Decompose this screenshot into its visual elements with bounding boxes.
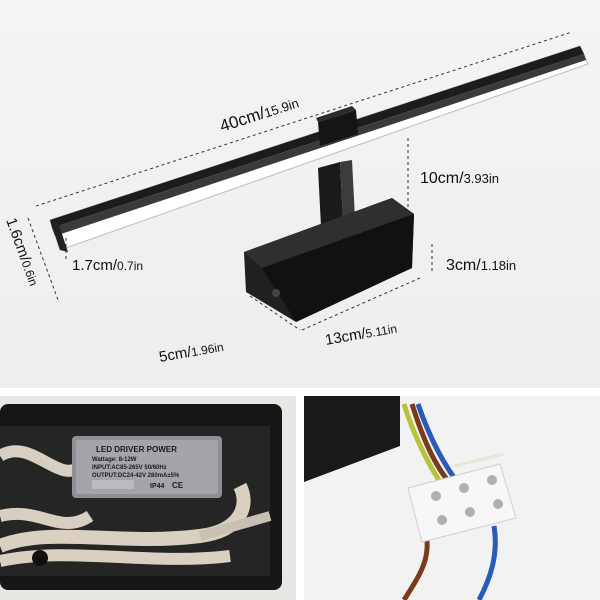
length-label: 40cm/15.9in: [217, 92, 301, 135]
led-driver-illustration: LED DRIVER POWER Wattage: 8-12W INPUT:AC…: [0, 396, 296, 600]
wall-base: [244, 198, 414, 322]
product-dimensions-panel: 40cm/15.9in 10cm/3.93in 1.6cm/0.6in 1.7c…: [0, 0, 600, 388]
bar-height-label: 1.6cm/0.6in: [2, 216, 42, 289]
base-height-label: 3cm/1.18in: [446, 257, 516, 274]
light-bar: [49, 45, 589, 252]
switch-button: [272, 289, 280, 297]
base-depth-dim-line: [249, 295, 301, 331]
arm-height-label: 10cm/3.93in: [420, 170, 499, 187]
product-dimensions-illustration: 40cm/15.9in 10cm/3.93in 1.6cm/0.6in 1.7c…: [2, 31, 589, 366]
driver-output: OUTPUT:DC24-42V 280mA±5%: [92, 473, 180, 479]
driver-ip-rating: IP44: [150, 483, 165, 490]
wiring-terminal-photo: [304, 396, 600, 600]
length-dim-line: [35, 31, 573, 207]
driver-title: LED DRIVER POWER: [96, 445, 177, 454]
wire-blue-bottom: [476, 525, 498, 600]
wiring-illustration: [304, 396, 600, 600]
base-width-label: 13cm/5.11in: [324, 320, 399, 349]
led-driver-photo: LED DRIVER POWER Wattage: 8-12W INPUT:AC…: [0, 396, 296, 600]
driver-ce-mark: CE: [172, 481, 184, 490]
cable-sheath-bottom: [0, 482, 251, 553]
driver-input: INPUT:AC85-265V 50/60Hz: [92, 465, 167, 471]
base-depth-label: 5cm/1.96in: [158, 338, 225, 366]
driver-wattage: Wattage: 8-12W: [92, 457, 137, 463]
connector: [32, 550, 48, 566]
terminal-block: [407, 463, 517, 543]
fixture-corner: [304, 396, 400, 482]
bar-depth-label: 1.7cm/0.7in: [72, 257, 143, 274]
bar-clamp: [316, 106, 358, 146]
bar-height-dim-line: [27, 217, 59, 301]
driver-box: LED DRIVER POWER Wattage: 8-12W INPUT:AC…: [72, 436, 222, 498]
